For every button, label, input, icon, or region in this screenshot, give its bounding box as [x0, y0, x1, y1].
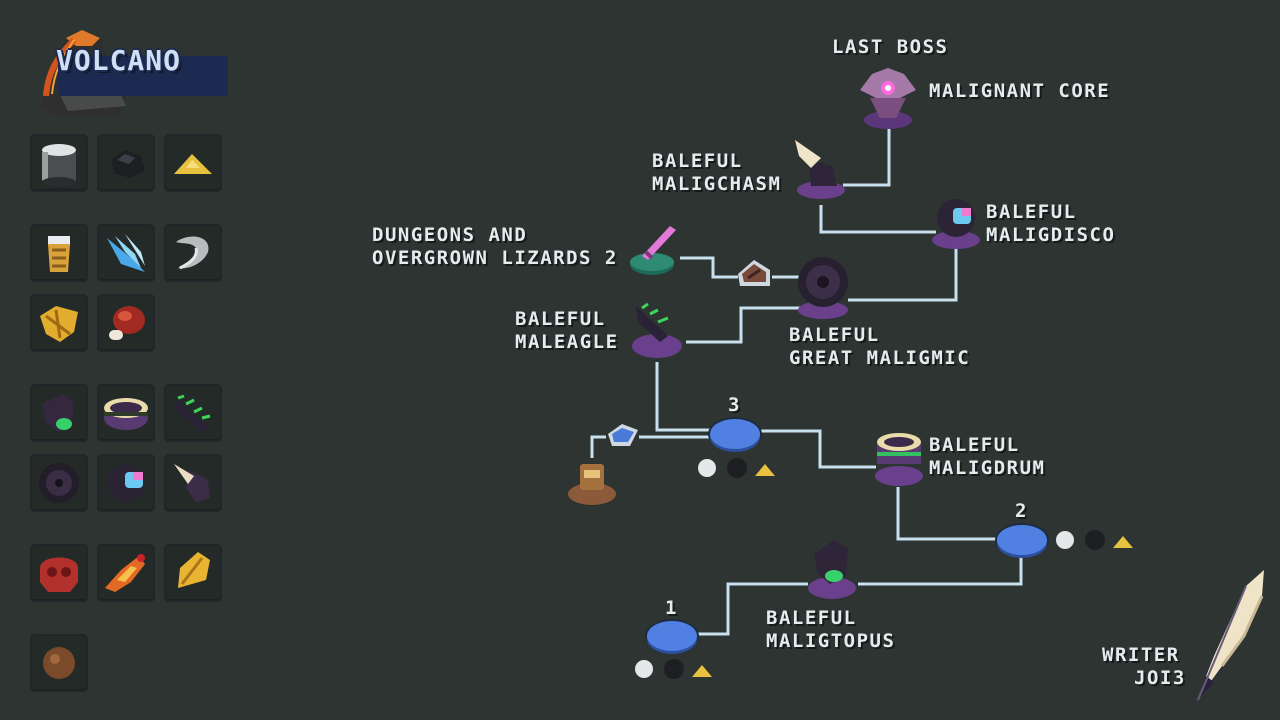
- golden-leaf-icon: [40, 306, 78, 342]
- ingredients-icon: [635, 659, 712, 679]
- vinyl-speaker-icon: [798, 257, 848, 319]
- coal-icon: [111, 150, 145, 178]
- ingredients-icon: [1056, 530, 1133, 550]
- writer-label: WRITER: [1102, 644, 1180, 666]
- path-topus-pad1: [696, 582, 808, 636]
- slot-golden-leaf[interactable]: [30, 294, 88, 352]
- volcano-icon: [40, 30, 228, 116]
- golden-idol-icon: [48, 236, 70, 272]
- slot-dark-horn[interactable]: [30, 384, 88, 442]
- backpack-icon: [568, 464, 616, 505]
- silver-claw-icon: [176, 236, 209, 270]
- path-chasm-disco: [819, 205, 936, 234]
- slot-brown-ball[interactable]: [30, 634, 88, 692]
- red-skull-icon: [40, 557, 78, 592]
- node-maligchasm[interactable]: [793, 136, 849, 202]
- requirements-3: [697, 456, 779, 484]
- tin-can-icon: [42, 144, 76, 187]
- label-maligdisco: BALEFUL MALIGDISCO: [986, 201, 1116, 246]
- path-maligmic-maleagle: [686, 306, 800, 344]
- requirements-1: [634, 657, 716, 685]
- maligtopus-icon: [808, 540, 856, 599]
- slot-golden-idol[interactable]: [30, 224, 88, 282]
- path-pad2-topus: [858, 558, 1023, 586]
- slot-meat[interactable]: [97, 294, 155, 352]
- writer-name: JOI3: [1134, 667, 1186, 689]
- node-backpack[interactable]: [566, 458, 618, 508]
- path-flag-backpack: [590, 435, 606, 458]
- step-number-2: 2: [1015, 500, 1027, 522]
- node-great-maligmic[interactable]: [794, 252, 852, 322]
- requirements-2: [1055, 528, 1137, 556]
- slot-disco-helmet[interactable]: [97, 454, 155, 512]
- slot-golden-seed[interactable]: [164, 544, 222, 602]
- slot-silver-claw[interactable]: [164, 224, 222, 282]
- path-dungeons-bag: [680, 256, 738, 279]
- slot-fire-bird[interactable]: [97, 544, 155, 602]
- slot-tin-can[interactable]: [30, 134, 88, 192]
- slot-dark-feather[interactable]: [164, 384, 222, 442]
- flag-icon: [608, 424, 638, 446]
- blue-pad-1[interactable]: [647, 621, 697, 651]
- label-maligtopus: BALEFUL MALIGTOPUS: [766, 607, 896, 652]
- maligdisco-icon: [932, 199, 980, 249]
- quill-icon: [1186, 566, 1270, 714]
- gold-dust-icon: [174, 154, 212, 174]
- slot-vinyl-record[interactable]: [30, 454, 88, 512]
- maligchasm-icon: [795, 140, 845, 199]
- slot-dark-horn-white[interactable]: [164, 454, 222, 512]
- node-maligtopus[interactable]: [804, 536, 860, 604]
- label-maleagle: BALEFUL MALEAGLE: [515, 308, 619, 353]
- path-maleagle-pad3: [655, 362, 712, 432]
- node-pouch[interactable]: [734, 256, 776, 290]
- volcano-logo: VOLCANO: [18, 16, 228, 121]
- vinyl-record-icon: [39, 463, 79, 503]
- node-flag[interactable]: [604, 420, 640, 452]
- golden-seed-icon: [178, 552, 210, 588]
- label-malignant-core: MALIGNANT CORE: [929, 80, 1111, 102]
- node-dungeons-lizards[interactable]: [626, 220, 682, 278]
- path-disco-maligmic: [848, 248, 958, 302]
- label-maligchasm: BALEFUL MALIGCHASM: [652, 150, 782, 195]
- node-maleagle[interactable]: [628, 300, 686, 362]
- node-maligdisco[interactable]: [929, 190, 983, 252]
- slot-coal[interactable]: [97, 134, 155, 192]
- blue-pad-3[interactable]: [710, 419, 760, 449]
- ingredients-icon: [698, 458, 775, 478]
- maligdrum-icon: [875, 433, 923, 486]
- dark-horn-icon: [42, 394, 74, 432]
- last-boss-header: LAST BOSS: [832, 36, 949, 58]
- step-number-1: 1: [665, 597, 677, 619]
- meat-icon: [109, 306, 145, 340]
- label-dungeons-lizards: DUNGEONS AND OVERGROWN LIZARDS 2: [372, 224, 618, 269]
- slot-crystal-wing[interactable]: [97, 224, 155, 282]
- slot-gold-dust[interactable]: [164, 134, 222, 192]
- dark-horn-white-icon: [174, 464, 210, 502]
- path-pad3-drum: [758, 429, 876, 469]
- label-maligdrum: BALEFUL MALIGDRUM: [929, 434, 1046, 479]
- sword-altar-icon: [630, 226, 676, 275]
- node-malignant-core[interactable]: [856, 64, 920, 132]
- dark-feather-icon: [174, 394, 211, 432]
- slot-drum[interactable]: [97, 384, 155, 442]
- slot-red-skull[interactable]: [30, 544, 88, 602]
- node-maligdrum[interactable]: [872, 428, 926, 488]
- malignant-core-icon: [860, 68, 916, 129]
- brown-ball-icon: [43, 647, 75, 679]
- step-number-3: 3: [728, 394, 740, 416]
- pouch-icon: [738, 260, 770, 286]
- path-core-chasm: [843, 128, 891, 187]
- fire-bird-icon: [105, 554, 145, 592]
- crystal-wing-icon: [107, 234, 145, 272]
- disco-helmet-icon: [107, 464, 145, 502]
- drum-icon: [104, 398, 148, 430]
- blue-pad-2[interactable]: [997, 525, 1047, 555]
- path-drum-pad2: [896, 487, 1000, 541]
- maleagle-icon: [632, 302, 682, 358]
- region-title: VOLCANO: [56, 44, 182, 77]
- label-great-maligmic: BALEFUL GREAT MALIGMIC: [789, 324, 971, 369]
